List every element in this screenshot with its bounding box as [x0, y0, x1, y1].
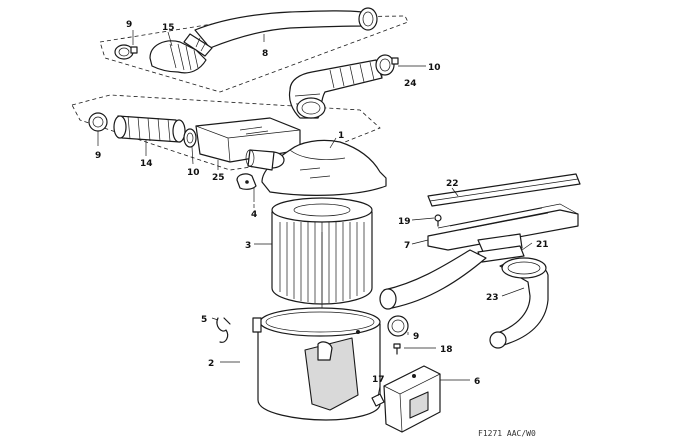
callout-6: 6: [474, 377, 480, 387]
callout-1: 1: [338, 131, 344, 141]
callout-9-lower: 9: [413, 332, 419, 342]
callout-4: 4: [251, 210, 257, 220]
air-cleaner-housing-2: [252, 307, 381, 421]
clip-4: [236, 173, 257, 202]
callout-10-middle: 10: [187, 168, 200, 178]
curved-inlet-pipe-23: [489, 257, 549, 349]
callout-25: 25: [212, 173, 225, 183]
corrugated-connector-14: [113, 115, 186, 143]
callout-14: 14: [140, 159, 153, 169]
callout-7: 7: [404, 241, 410, 251]
callout-labels: 9 15 8 10 24 9 14 10 25 1 4 3 22 19 7 21…: [95, 20, 549, 387]
hose-clamp-9-lower: [387, 315, 409, 337]
leader-lines: [97, 30, 533, 397]
callout-24: 24: [404, 79, 417, 89]
callout-9-middle: 9: [95, 151, 101, 161]
hose-clamp-9-middle: [88, 112, 108, 132]
callout-18: 18: [440, 345, 453, 355]
bellows-elbow-15: [149, 40, 207, 74]
callout-9-top: 9: [126, 20, 132, 30]
bolt-18: [393, 343, 401, 355]
callout-23: 23: [486, 293, 499, 303]
callout-22: 22: [446, 179, 459, 189]
inlet-duct-7: [427, 203, 579, 255]
air-cleaner-lid-1: [245, 139, 387, 196]
filter-element-3: [271, 197, 373, 330]
spring-clip-5: [216, 317, 231, 343]
intake-duct-8: [183, 7, 378, 57]
nut-17: [371, 393, 385, 407]
callout-2: 2: [208, 359, 214, 369]
callout-5: 5: [201, 315, 207, 325]
callout-3: 3: [245, 241, 251, 251]
callout-19: 19: [398, 217, 411, 227]
corrugated-hose-24: [288, 59, 383, 119]
callout-15: 15: [162, 23, 175, 33]
callout-21: 21: [536, 240, 549, 250]
callout-8: 8: [262, 49, 268, 59]
hose-clamp-10-middle: [183, 128, 197, 148]
intake-box-6: [383, 365, 441, 433]
connecting-hose: [379, 249, 487, 310]
screw-19: [434, 214, 442, 227]
callout-17: 17: [372, 375, 385, 385]
drawing-code: F1271 AAC/W0: [478, 429, 536, 438]
hose-clamp-9-top: [114, 44, 138, 60]
duct-strip-22: [427, 173, 581, 207]
callout-10-top: 10: [428, 63, 441, 73]
hose-clamp-10-top: [375, 54, 399, 76]
